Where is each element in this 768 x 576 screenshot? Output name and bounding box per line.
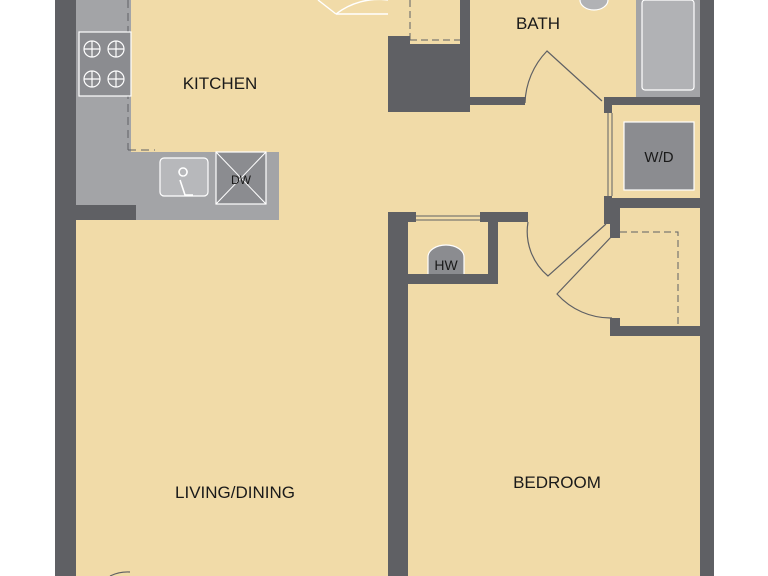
kitchen-sink	[159, 157, 209, 197]
wall-wd-left-low	[604, 196, 612, 224]
closet-floor	[615, 205, 702, 330]
walls	[55, 0, 714, 576]
wall-hw-top-left	[388, 212, 416, 222]
tub-inner	[641, 0, 695, 91]
water-heater: HW	[427, 244, 465, 276]
room-label-bath: BATH	[516, 14, 560, 33]
wall-kitchen-stub	[76, 205, 136, 220]
wall-wd-bottom	[612, 198, 702, 208]
wall-bath-bottom-left	[470, 97, 525, 105]
room-label-bedroom: BEDROOM	[513, 473, 601, 492]
wall-bedroom-left	[388, 212, 408, 576]
wall-left	[55, 0, 76, 576]
hw-shape	[427, 244, 465, 276]
sink-basin	[159, 157, 209, 197]
windows	[416, 113, 613, 221]
stove	[78, 31, 132, 97]
wd-label: W/D	[644, 149, 673, 166]
wall-right	[700, 0, 714, 576]
stove-top	[78, 31, 132, 97]
dishwasher-label: DW	[231, 173, 252, 187]
living-floor	[76, 218, 388, 576]
room-label-kitchen: KITCHEN	[183, 74, 258, 93]
wall-hw-bottom	[408, 274, 498, 284]
wall-closet-left	[610, 208, 620, 238]
door-swing	[524, 50, 603, 104]
bathtub	[636, 0, 700, 97]
dishwasher: DW	[215, 151, 267, 205]
wd-box	[623, 121, 695, 191]
doors	[109, 0, 679, 576]
faucet-icon	[178, 167, 193, 196]
toilet-icon	[579, 0, 609, 11]
door-swing	[526, 221, 607, 277]
room-label-living: LIVING/DINING	[175, 483, 295, 502]
hw-label: HW	[434, 257, 458, 273]
wall-hw-right	[488, 212, 498, 284]
wall-pantry-left	[388, 36, 410, 112]
wall-bath-bottom-right	[604, 97, 702, 105]
door-swing	[335, 0, 388, 15]
wall-pantry-top	[460, 0, 470, 104]
door-swing	[556, 235, 613, 319]
wall-wd-left	[604, 97, 612, 113]
wall-hw-top-right	[480, 212, 528, 222]
wall-closet-bottom	[610, 326, 702, 336]
washer-dryer: W/D	[623, 121, 695, 191]
